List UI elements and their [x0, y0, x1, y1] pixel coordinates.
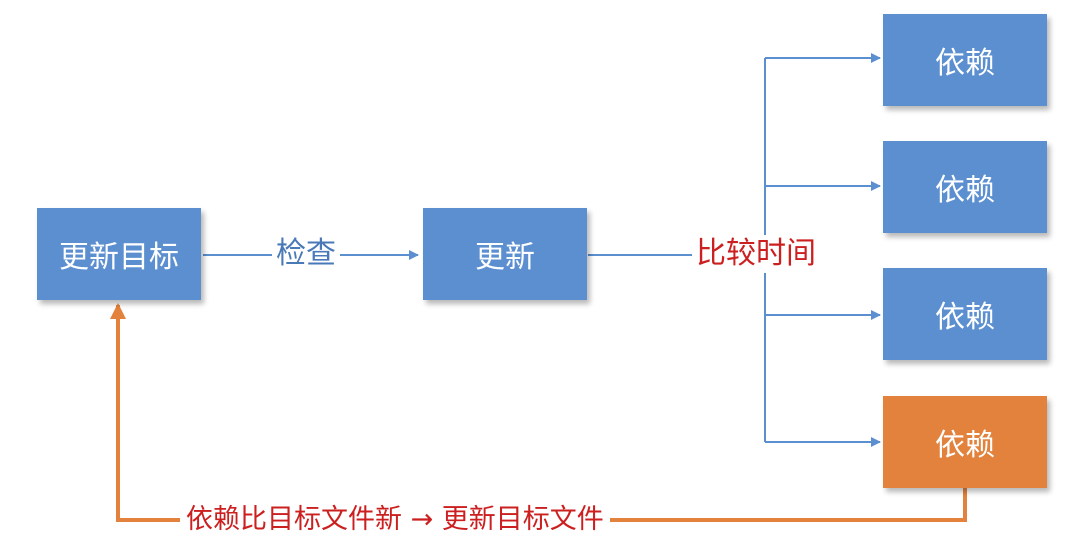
dependency-node-3: 依赖	[883, 268, 1047, 360]
feedback-label: 依赖比目标文件新 → 更新目标文件	[180, 502, 610, 537]
compare-time-label: 比较时间	[692, 235, 820, 273]
target-node: 更新目标	[37, 208, 201, 300]
dependency-node-1: 依赖	[883, 14, 1047, 106]
check-label: 检查	[272, 237, 340, 271]
dependency-node-2: 依赖	[883, 141, 1047, 233]
update-node: 更新	[423, 208, 587, 300]
dependency-node-4-newer: 依赖	[883, 396, 1047, 488]
feedback-arrow	[110, 303, 967, 522]
